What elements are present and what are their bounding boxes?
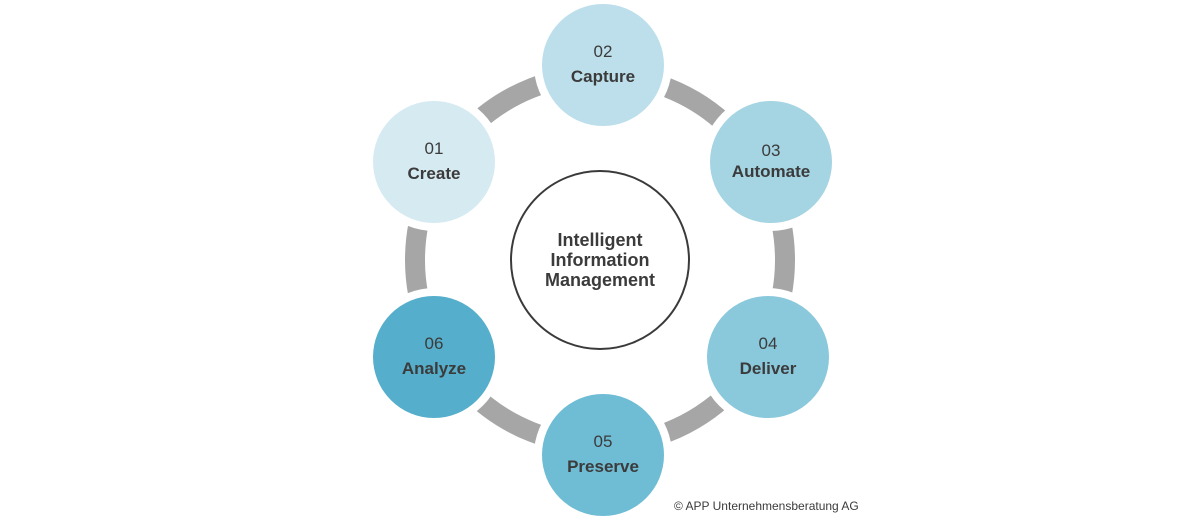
step-number: 03 bbox=[761, 141, 781, 160]
step-number: 06 bbox=[424, 334, 444, 353]
step-number: 01 bbox=[424, 139, 444, 158]
center-line-2: Information bbox=[550, 250, 650, 270]
center-circle: Intelligent Information Management bbox=[510, 170, 690, 350]
step-capture: 02 Capture bbox=[542, 4, 664, 126]
step-analyze: 06 Analyze bbox=[373, 296, 495, 418]
step-preserve: 05 Preserve bbox=[542, 394, 664, 516]
step-label: Automate bbox=[731, 162, 811, 181]
step-label: Capture bbox=[570, 67, 636, 86]
step-label: Deliver bbox=[739, 359, 797, 378]
step-automate: 03 Automate bbox=[710, 101, 832, 223]
step-number: 02 bbox=[593, 42, 613, 61]
center-title: Intelligent Information Management bbox=[545, 230, 655, 290]
copyright-notice: © APP Unternehmensberatung AG bbox=[674, 499, 859, 513]
step-create: 01 Create bbox=[373, 101, 495, 223]
step-label: Preserve bbox=[567, 457, 639, 476]
step-deliver: 04 Deliver bbox=[707, 296, 829, 418]
step-number: 04 bbox=[758, 334, 778, 353]
step-number: 05 bbox=[593, 432, 613, 451]
center-line-3: Management bbox=[544, 270, 656, 290]
step-label: Analyze bbox=[401, 359, 467, 378]
step-label: Create bbox=[407, 164, 461, 183]
center-line-1: Intelligent bbox=[557, 230, 643, 250]
